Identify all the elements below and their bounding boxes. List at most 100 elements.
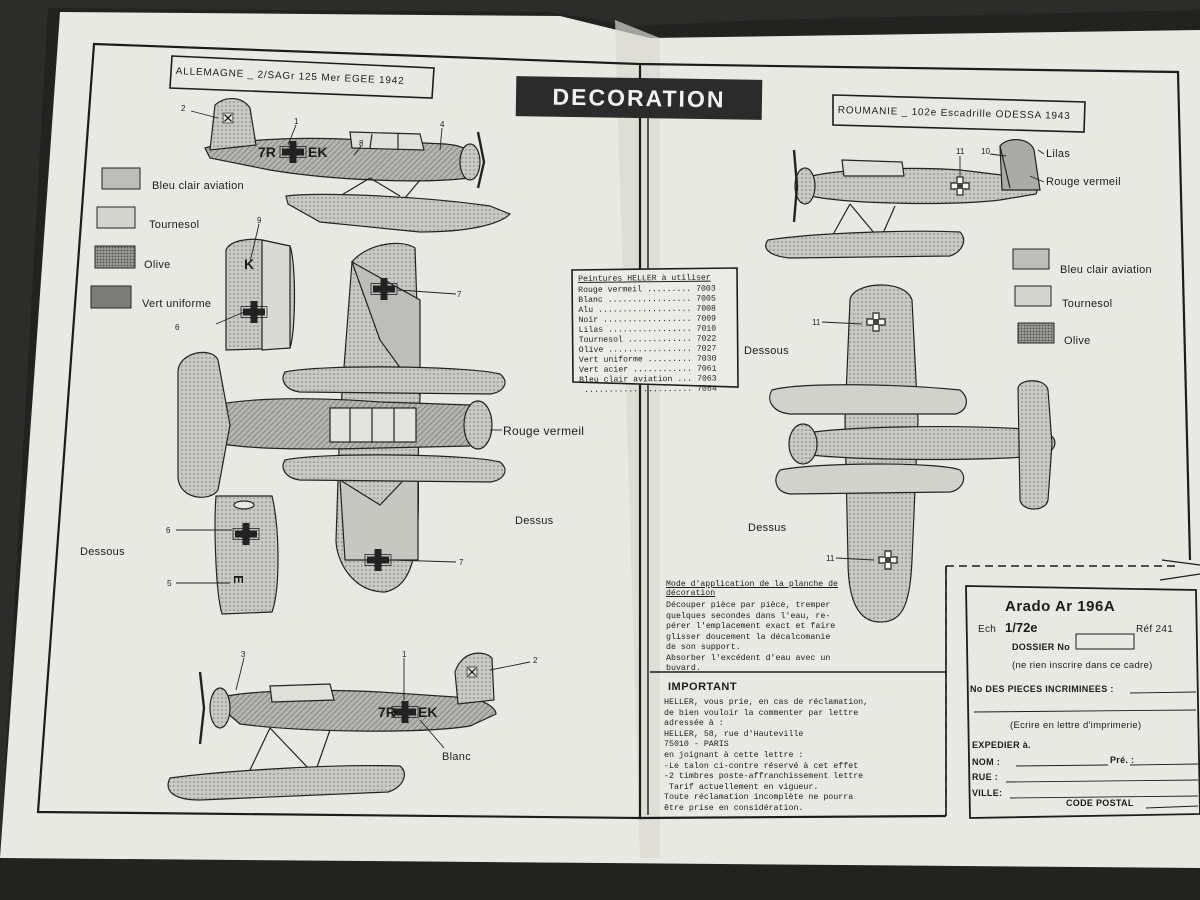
code-7r-bottom: 7R xyxy=(378,704,396,720)
paint-leader-dots: ......... xyxy=(642,354,697,365)
text-line: -2 timbres poste-affranchissement lettre xyxy=(664,772,864,782)
legend-left-bleu: Bleu clair aviation xyxy=(152,180,244,192)
text-line: Toute réclamation incomplète ne pourra xyxy=(664,793,854,803)
form-scale: 1/72e xyxy=(1005,620,1038,635)
label-dessus-left: Dessus xyxy=(515,515,554,527)
paint-leader-dots: ............. xyxy=(622,334,697,345)
text-line: être prise en considération. xyxy=(664,803,804,813)
paint-name: Lilas xyxy=(578,325,604,335)
label-dessous-left: Dessous xyxy=(80,546,125,558)
code-ek-bottom: EK xyxy=(418,704,438,720)
paint-code: 7064 xyxy=(697,384,717,394)
paint-code: 7008 xyxy=(696,304,717,314)
paint-name: Rouge vermeil xyxy=(578,285,643,295)
callout-11-top: 11 xyxy=(812,318,821,327)
paint-code: 7010 xyxy=(696,324,717,334)
form-code-postal[interactable]: CODE POSTAL xyxy=(1066,798,1134,808)
code-ek-top: EK xyxy=(308,144,328,160)
paint-name: Tournesol xyxy=(578,335,623,345)
paint-code: 7027 xyxy=(696,344,717,354)
text-line: -Le talon ci-contre réservé à cet effet xyxy=(664,761,859,771)
form-rue[interactable]: RUE : xyxy=(972,772,998,782)
paint-name: Bleu clair aviation xyxy=(579,375,673,385)
callout-6b: 6 xyxy=(166,526,171,535)
label-dessus-right: Dessus xyxy=(748,522,787,534)
form-ville[interactable]: VILLE: xyxy=(972,788,1003,798)
paint-code: 7005 xyxy=(696,294,716,304)
callout-8: 8 xyxy=(359,139,364,148)
paint-leader-dots: ................. xyxy=(602,294,697,305)
text-line: glisser doucement la décalcomanie xyxy=(666,632,831,642)
paint-row: ...................... 7064 xyxy=(579,385,717,396)
text-line: pérer l'emplacement exact et faire xyxy=(666,622,836,631)
callout-4: 4 xyxy=(440,120,445,129)
callout-7: 7 xyxy=(457,290,462,299)
text-line: HELLER, vous prie, en cas de réclamation… xyxy=(664,698,869,707)
form-ref: Réf 241 xyxy=(1136,624,1174,635)
legend-left-olive: Olive xyxy=(144,259,171,271)
paint-code: 7063 xyxy=(696,374,717,384)
paint-name: Vert uniforme xyxy=(578,355,643,365)
text-line: de son support. xyxy=(666,643,741,652)
callout-9: 9 xyxy=(257,216,262,225)
mode-title-1: Mode d'application de la planche de xyxy=(666,580,838,589)
paints-title: Peintures HELLER à utiliser xyxy=(578,273,711,284)
callout-11-bottom: 11 xyxy=(826,554,835,563)
code-7r-top: 7R xyxy=(258,144,276,160)
text-line: HELLER, 58, rue d'Hauteville xyxy=(664,729,804,739)
label-rouge-vermeil-right: Rouge vermeil xyxy=(1046,176,1121,188)
form-dossier: DOSSIER No xyxy=(1012,642,1071,652)
text-line: en joignant à cette lettre : xyxy=(664,750,804,760)
form-pre[interactable]: Pré. : xyxy=(1110,755,1135,765)
text-line: adressée à : xyxy=(664,719,724,729)
label-lilas: Lilas xyxy=(1046,148,1071,160)
paint-name: Olive xyxy=(578,345,604,355)
paint-code: 7009 xyxy=(696,314,717,324)
form-expedier: EXPEDIER à. xyxy=(972,740,1031,750)
callout-1: 1 xyxy=(294,117,299,126)
text-line: Découper pièce par pièce, tremper xyxy=(666,601,831,610)
legend-right-tournesol: Tournesol xyxy=(1062,298,1113,310)
paint-code: 7003 xyxy=(696,284,716,294)
paint-name: Vert acier xyxy=(578,365,629,375)
text-line: de bien vouloir la commenter par lettre xyxy=(664,708,859,718)
legend-left-vert: Vert uniforme xyxy=(142,298,212,310)
paint-leader-dots: ................. xyxy=(603,344,697,355)
paint-code: 7061 xyxy=(696,364,717,374)
decoration-title: DECORATION xyxy=(515,76,763,120)
form-note: (ne rien inscrire dans ce cadre) xyxy=(1012,660,1153,671)
callout-5: 5 xyxy=(167,579,172,588)
form-pieces: No DES PIECES INCRIMINEES : xyxy=(970,684,1114,694)
legend-left-tournesol: Tournesol xyxy=(149,219,200,231)
form-model: Arado Ar 196A xyxy=(1005,598,1116,615)
fin-letter-k: K xyxy=(244,256,255,272)
paint-leader-dots: ...................... xyxy=(579,384,698,395)
paint-code: 7030 xyxy=(696,354,717,364)
mode-application: Mode d'application de la planche de déco… xyxy=(666,580,838,675)
important-title: IMPORTANT xyxy=(668,681,738,693)
legend-right-olive: Olive xyxy=(1064,335,1091,347)
callout-11-side: 11 xyxy=(956,147,965,156)
label-dessous-right: Dessous xyxy=(744,345,789,357)
paint-leader-dots: ............ xyxy=(628,364,697,375)
wing-letter-e: E xyxy=(230,575,246,584)
paints-box: Peintures HELLER à utiliser Rouge vermei… xyxy=(578,274,717,396)
callout-3: 3 xyxy=(241,650,246,659)
paint-name: Noir xyxy=(578,315,599,325)
form-nom[interactable]: NOM : xyxy=(972,757,1000,767)
paint-leader-dots: ................. xyxy=(603,324,697,335)
callout-1b: 1 xyxy=(402,650,407,659)
text-line: 75010 - PARIS xyxy=(664,740,729,750)
callout-6: 6 xyxy=(175,323,180,332)
paint-leader-dots: ......... xyxy=(641,284,697,295)
legend-right-bleu: Bleu clair aviation xyxy=(1060,264,1152,276)
form-ecrire: (Ecrire en lettre d'imprimerie) xyxy=(1010,720,1142,731)
paint-name: Blanc xyxy=(578,295,603,305)
mode-title-2: décoration xyxy=(666,589,716,598)
label-rouge-vermeil-left: Rouge vermeil xyxy=(503,424,585,438)
callout-10: 10 xyxy=(981,147,990,156)
form-scale-label: Ech xyxy=(978,624,997,635)
